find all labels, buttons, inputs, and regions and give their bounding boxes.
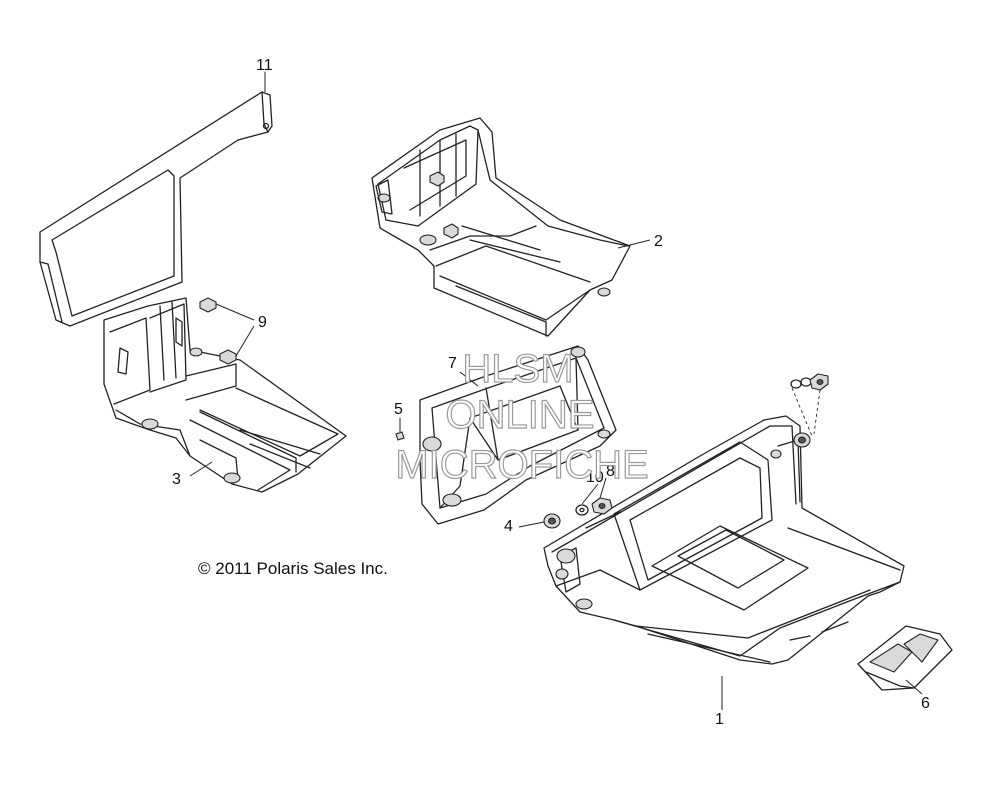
- part-11-panel: [39, 91, 273, 327]
- leader-8: [599, 477, 607, 499]
- callout-11: 11: [256, 57, 273, 74]
- leader-4: [518, 521, 545, 528]
- part-9-fasteners: [199, 297, 255, 365]
- leader-3: [189, 461, 213, 477]
- hardware-group-right: [790, 373, 829, 448]
- part-3-floor-tray: [103, 297, 347, 493]
- leader-7: [459, 371, 479, 387]
- watermark: HLSM ONLINE MICROFICHE: [395, 346, 650, 487]
- callout-4: 4: [504, 518, 513, 535]
- part-5-screw: [395, 418, 405, 441]
- leader-2: [617, 239, 651, 249]
- part-2-seat-base: [371, 117, 631, 337]
- callout-7: 7: [448, 355, 457, 372]
- watermark-line-3: MICROFICHE: [395, 443, 648, 487]
- callout-2: 2: [654, 233, 663, 250]
- part-10-washer: [575, 504, 589, 516]
- part-1-rear-floor: [543, 415, 905, 665]
- callout-8: 8: [606, 463, 615, 480]
- part-6-pad: [857, 625, 953, 691]
- copyright-text: © 2011 Polaris Sales Inc.: [198, 559, 388, 578]
- callout-10: 10: [586, 469, 604, 486]
- watermark-line-2: ONLINE: [446, 393, 595, 437]
- leader-10: [581, 483, 599, 505]
- watermark-line-1: HLSM: [462, 347, 573, 391]
- callout-5: 5: [394, 401, 403, 418]
- callout-9: 9: [258, 314, 267, 331]
- part-7-center-panel: [419, 345, 617, 525]
- part-4-grommet: [543, 513, 561, 529]
- callout-3: 3: [172, 471, 181, 488]
- callout-1: 1: [715, 711, 724, 728]
- callout-6: 6: [921, 695, 930, 712]
- leader-6: [905, 679, 923, 695]
